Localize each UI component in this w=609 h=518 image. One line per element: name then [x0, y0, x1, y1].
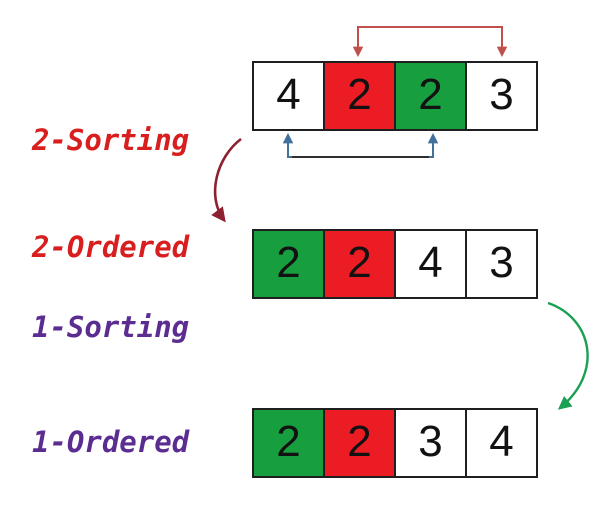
array-cell: 2: [254, 231, 325, 297]
label-2-sorting: 2-Sorting: [32, 123, 190, 157]
label-1-sorting: 1-Sorting: [32, 310, 190, 344]
label-2-ordered: 2-Ordered: [32, 230, 190, 264]
cell-value: 2: [347, 417, 372, 466]
blue-gap2-compare-arrow-icon: [282, 132, 439, 158]
array-cell: 4: [396, 231, 467, 297]
maroon-step-arrow-icon: [211, 137, 242, 223]
label-1-ordered: 1-Ordered: [32, 425, 190, 459]
cell-value: 2: [347, 238, 372, 287]
array-cell: 2: [325, 63, 396, 129]
red-gap2-compare-arrow-icon: [352, 26, 508, 58]
cell-value: 3: [489, 70, 514, 119]
cell-value: 2: [418, 70, 443, 119]
cell-value: 2: [276, 238, 301, 287]
array-cell: 4: [254, 63, 325, 129]
cell-value: 4: [418, 238, 443, 287]
cell-value: 4: [489, 417, 514, 466]
array-2-sorting: 4 2 2 3: [252, 61, 538, 131]
array-cell: 3: [467, 231, 536, 297]
array-cell: 3: [396, 410, 467, 476]
array-1-ordered: 2 2 3 4: [252, 408, 538, 478]
array-cell: 3: [467, 63, 536, 129]
array-2-ordered: 2 2 4 3: [252, 229, 538, 299]
cell-value: 2: [276, 417, 301, 466]
cell-value: 4: [276, 70, 301, 119]
cell-value: 3: [418, 417, 443, 466]
array-cell: 4: [467, 410, 536, 476]
cell-value: 2: [347, 70, 372, 119]
array-cell: 2: [254, 410, 325, 476]
green-step-arrow-icon: [547, 301, 589, 410]
cell-value: 3: [489, 238, 514, 287]
array-cell: 2: [325, 231, 396, 297]
array-cell: 2: [325, 410, 396, 476]
array-cell: 2: [396, 63, 467, 129]
